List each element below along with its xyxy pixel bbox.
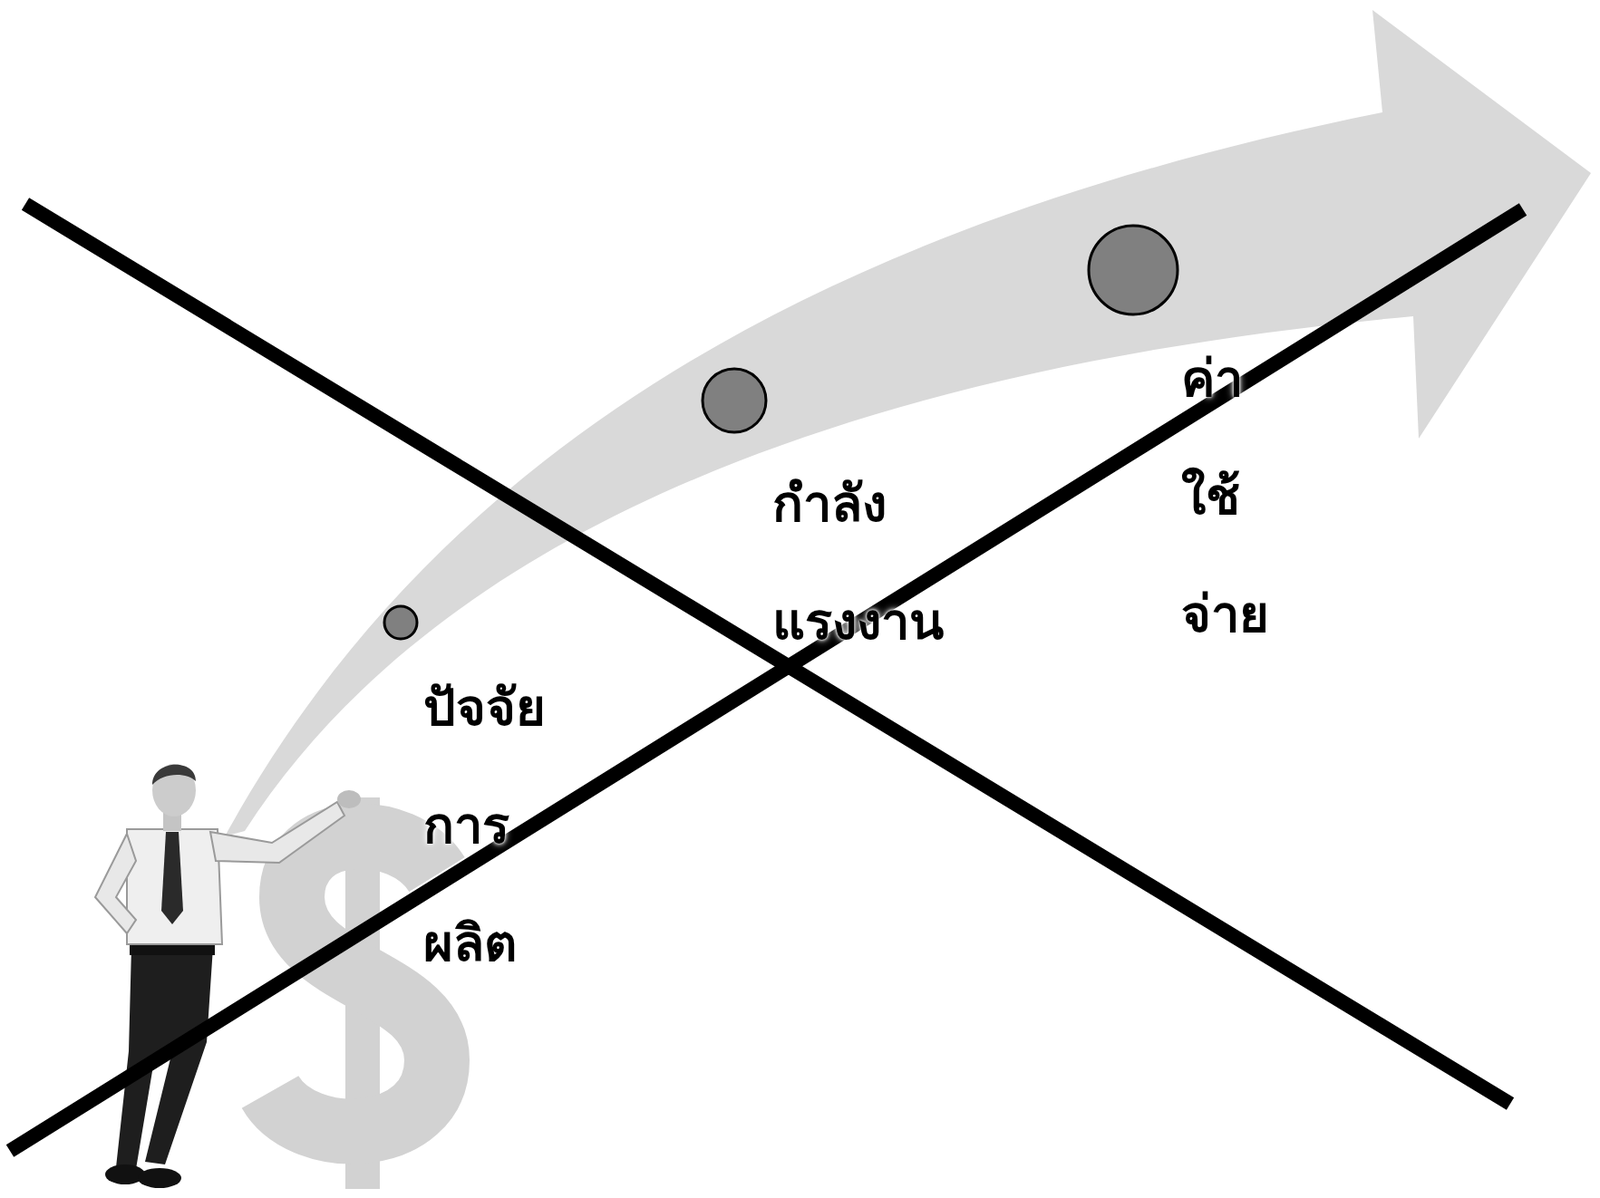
cross-out-mark: [9, 203, 1523, 1152]
circle-marker: [384, 606, 417, 640]
circle-marker: [1088, 225, 1178, 315]
circle-node: กำลัง แรงงาน: [700, 367, 768, 435]
node-label: ค่าใช้จ่าย: [1181, 319, 1270, 673]
circle-shape: [382, 604, 419, 641]
node-label: กำลัง แรงงาน: [772, 444, 944, 680]
circle-shape: [700, 367, 768, 435]
node-label: ปัจจัยการ ผลิต: [423, 648, 546, 1002]
circle-node: ค่าใช้จ่าย: [1086, 223, 1180, 317]
circle-marker: [702, 368, 767, 433]
businessman-figure: [95, 764, 361, 1189]
dollar-symbol: [270, 797, 437, 1190]
circle-shape: [1086, 223, 1180, 317]
circle-node: ปัจจัยการ ผลิต: [382, 604, 419, 641]
